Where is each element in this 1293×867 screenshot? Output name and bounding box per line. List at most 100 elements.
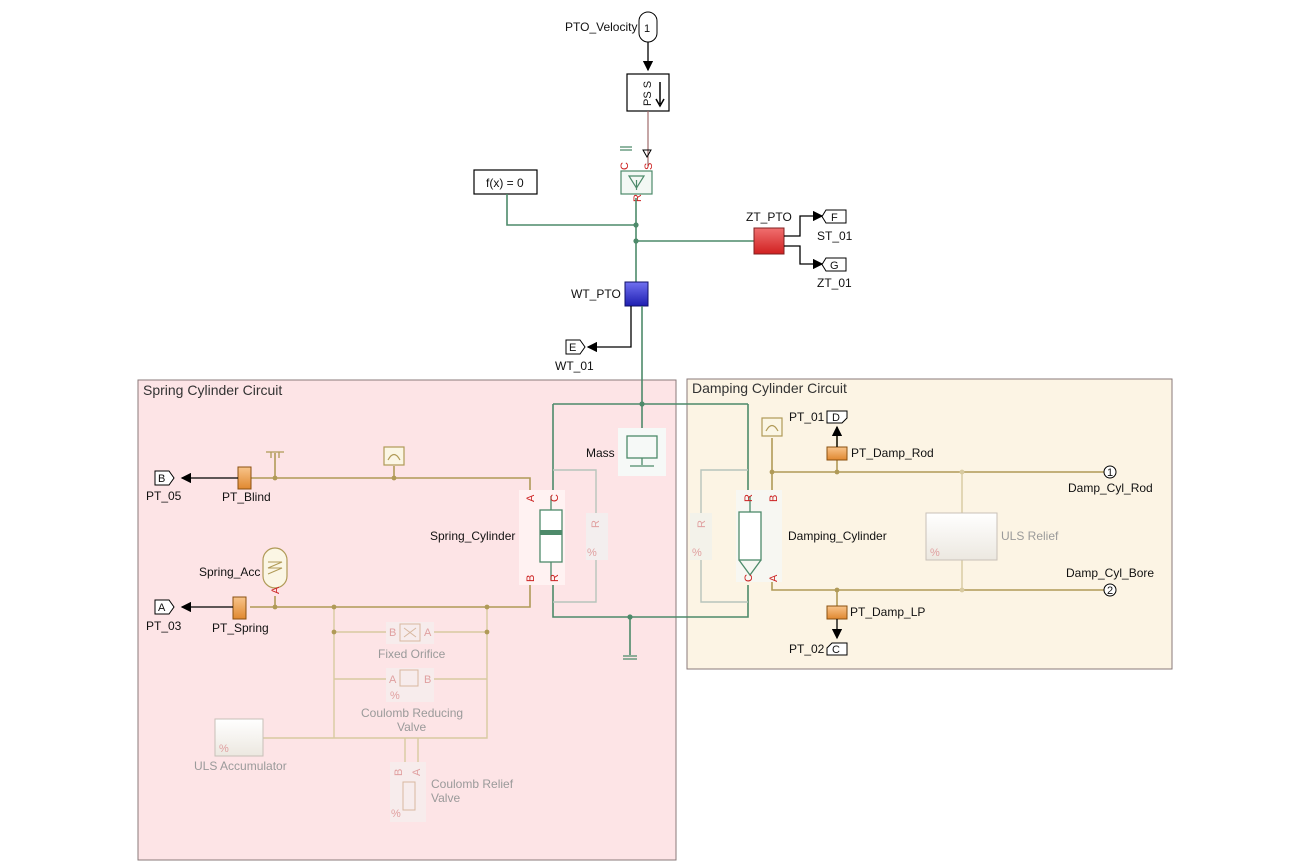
junction-dot (331, 604, 337, 610)
source-triangle-icon (627, 175, 646, 190)
coulomb-reducing-valve-block[interactable]: A B % (386, 668, 434, 702)
port-a: A (424, 627, 432, 639)
port-r: R (632, 194, 644, 202)
port-a: A (270, 586, 282, 594)
junction-dot (834, 587, 840, 593)
pct-icon: % (219, 743, 229, 755)
port-a: A (768, 574, 780, 582)
coulomb-relief-valve-block[interactable]: B A % (390, 762, 426, 822)
hydraulic-fluid-block[interactable] (383, 446, 405, 466)
port-c: C (549, 494, 561, 502)
st-01-label: ST_01 (817, 229, 853, 243)
pct-icon: % (692, 547, 702, 559)
uls-accumulator-block[interactable]: % (214, 718, 264, 757)
spring-damper-faded-block[interactable]: R % (553, 469, 608, 603)
goto-c-text: C (832, 644, 840, 656)
mech-line-bottom-loop (552, 585, 749, 618)
goto-f-text: F (831, 212, 838, 224)
junction-dot (484, 604, 490, 610)
uls-relief-block[interactable]: % (925, 512, 998, 561)
pt-blind-label: PT_Blind (222, 490, 271, 504)
goto-tag-e[interactable]: E (565, 339, 586, 355)
pt-damp-lp-sensor-block[interactable] (826, 605, 848, 620)
damping-cylinder-label: Damping_Cylinder (788, 529, 887, 543)
junction-dot (959, 469, 965, 475)
ground-hatch-icon (620, 146, 632, 151)
hyd-line-rod (250, 585, 531, 608)
coulomb-relief-label-1: Coulomb Relief (431, 777, 514, 791)
goto-tag-a[interactable]: A (154, 599, 175, 615)
spring-area-title: Spring Cylinder Circuit (143, 382, 282, 398)
fixed-orifice-label: Fixed Orifice (378, 647, 446, 661)
tank-icon (266, 451, 284, 458)
inport-number: 1 (644, 23, 650, 35)
goto-tag-c[interactable]: C (826, 642, 848, 656)
pct-icon: % (390, 690, 400, 702)
port-a: A (411, 768, 423, 776)
damp-cyl-bore-outport[interactable]: 2 (1103, 583, 1117, 597)
outport-1-text: 1 (1107, 467, 1113, 479)
ground-icon (623, 655, 637, 660)
goto-tag-d[interactable]: D (826, 410, 848, 424)
fixed-orifice-block[interactable]: B A (386, 622, 434, 644)
valve-line-right (418, 607, 488, 739)
wt-pto-sensor-block[interactable] (624, 281, 649, 307)
pt-damp-lp-label: PT_Damp_LP (850, 605, 925, 619)
goto-tag-f[interactable]: F (821, 209, 847, 224)
port-r: R (590, 520, 602, 528)
port-a: A (525, 494, 537, 502)
fluid-icon (765, 424, 779, 432)
goto-tag-b[interactable]: B (154, 470, 175, 486)
fx-solver-block[interactable]: f(x) = 0 (473, 169, 538, 195)
pct-icon: % (587, 547, 597, 559)
solver-line (506, 194, 636, 226)
fx-label: f(x) = 0 (486, 176, 524, 190)
wt-01-label: WT_01 (555, 359, 594, 373)
port-b: B (525, 575, 537, 582)
velocity-source-block[interactable]: C S R (619, 146, 655, 202)
signal-line-e (586, 306, 632, 353)
junction-dot (959, 587, 965, 593)
junction-dot (272, 604, 278, 610)
pt-damp-rod-sensor-block[interactable] (826, 446, 848, 461)
spring-acc-label: Spring_Acc (199, 565, 260, 579)
junction-dot (769, 469, 775, 475)
port-c: C (619, 162, 631, 170)
pt-spring-sensor-block[interactable] (232, 596, 247, 620)
pt-03-label: PT_03 (146, 619, 182, 633)
outport-2-text: 2 (1107, 585, 1113, 597)
spring-icon (267, 561, 283, 575)
spring-cylinder-label: Spring_Cylinder (430, 529, 515, 543)
arrow-down-icon (655, 82, 665, 108)
zt-01-label: ZT_01 (817, 276, 852, 290)
mass-block[interactable] (618, 428, 666, 476)
junction-dot (391, 475, 397, 481)
damping-damper-faded-block[interactable]: R % (690, 469, 748, 603)
pct-icon: % (930, 547, 940, 559)
port-b: B (424, 674, 431, 686)
pct-icon: % (391, 808, 401, 820)
goto-b-text: B (158, 473, 165, 485)
pto-velocity-label: PTO_Velocity (565, 20, 637, 34)
pt-02-label: PT_02 (789, 642, 825, 656)
damp-cyl-bore-label: Damp_Cyl_Bore (1066, 566, 1154, 580)
port-b: B (768, 495, 780, 502)
simulink-ps-converter-block[interactable]: PS S (626, 73, 670, 112)
damping-fluid-block[interactable] (761, 417, 783, 437)
port-b: B (393, 769, 405, 776)
pt-blind-sensor-block[interactable] (237, 466, 252, 490)
goto-g-text: G (830, 260, 839, 272)
wt-pto-label: WT_PTO (571, 287, 621, 301)
zt-pto-label: ZT_PTO (746, 210, 792, 224)
spring-acc-block[interactable]: A (262, 547, 288, 594)
damping-cylinder-block[interactable]: R B C A (736, 490, 782, 582)
goto-tag-g[interactable]: G (821, 257, 847, 272)
coulomb-reducing-label-2: Valve (397, 720, 426, 734)
spring-cylinder-block[interactable]: A C B R (519, 490, 565, 585)
coulomb-reducing-label-1: Coulomb Reducing (361, 706, 463, 720)
junction-dot (834, 469, 840, 475)
damp-cyl-rod-outport[interactable]: 1 (1103, 465, 1117, 479)
junction-dot (272, 475, 278, 481)
zt-pto-sensor-block[interactable] (753, 227, 785, 255)
pto-velocity-inport[interactable]: 1 (638, 11, 658, 43)
